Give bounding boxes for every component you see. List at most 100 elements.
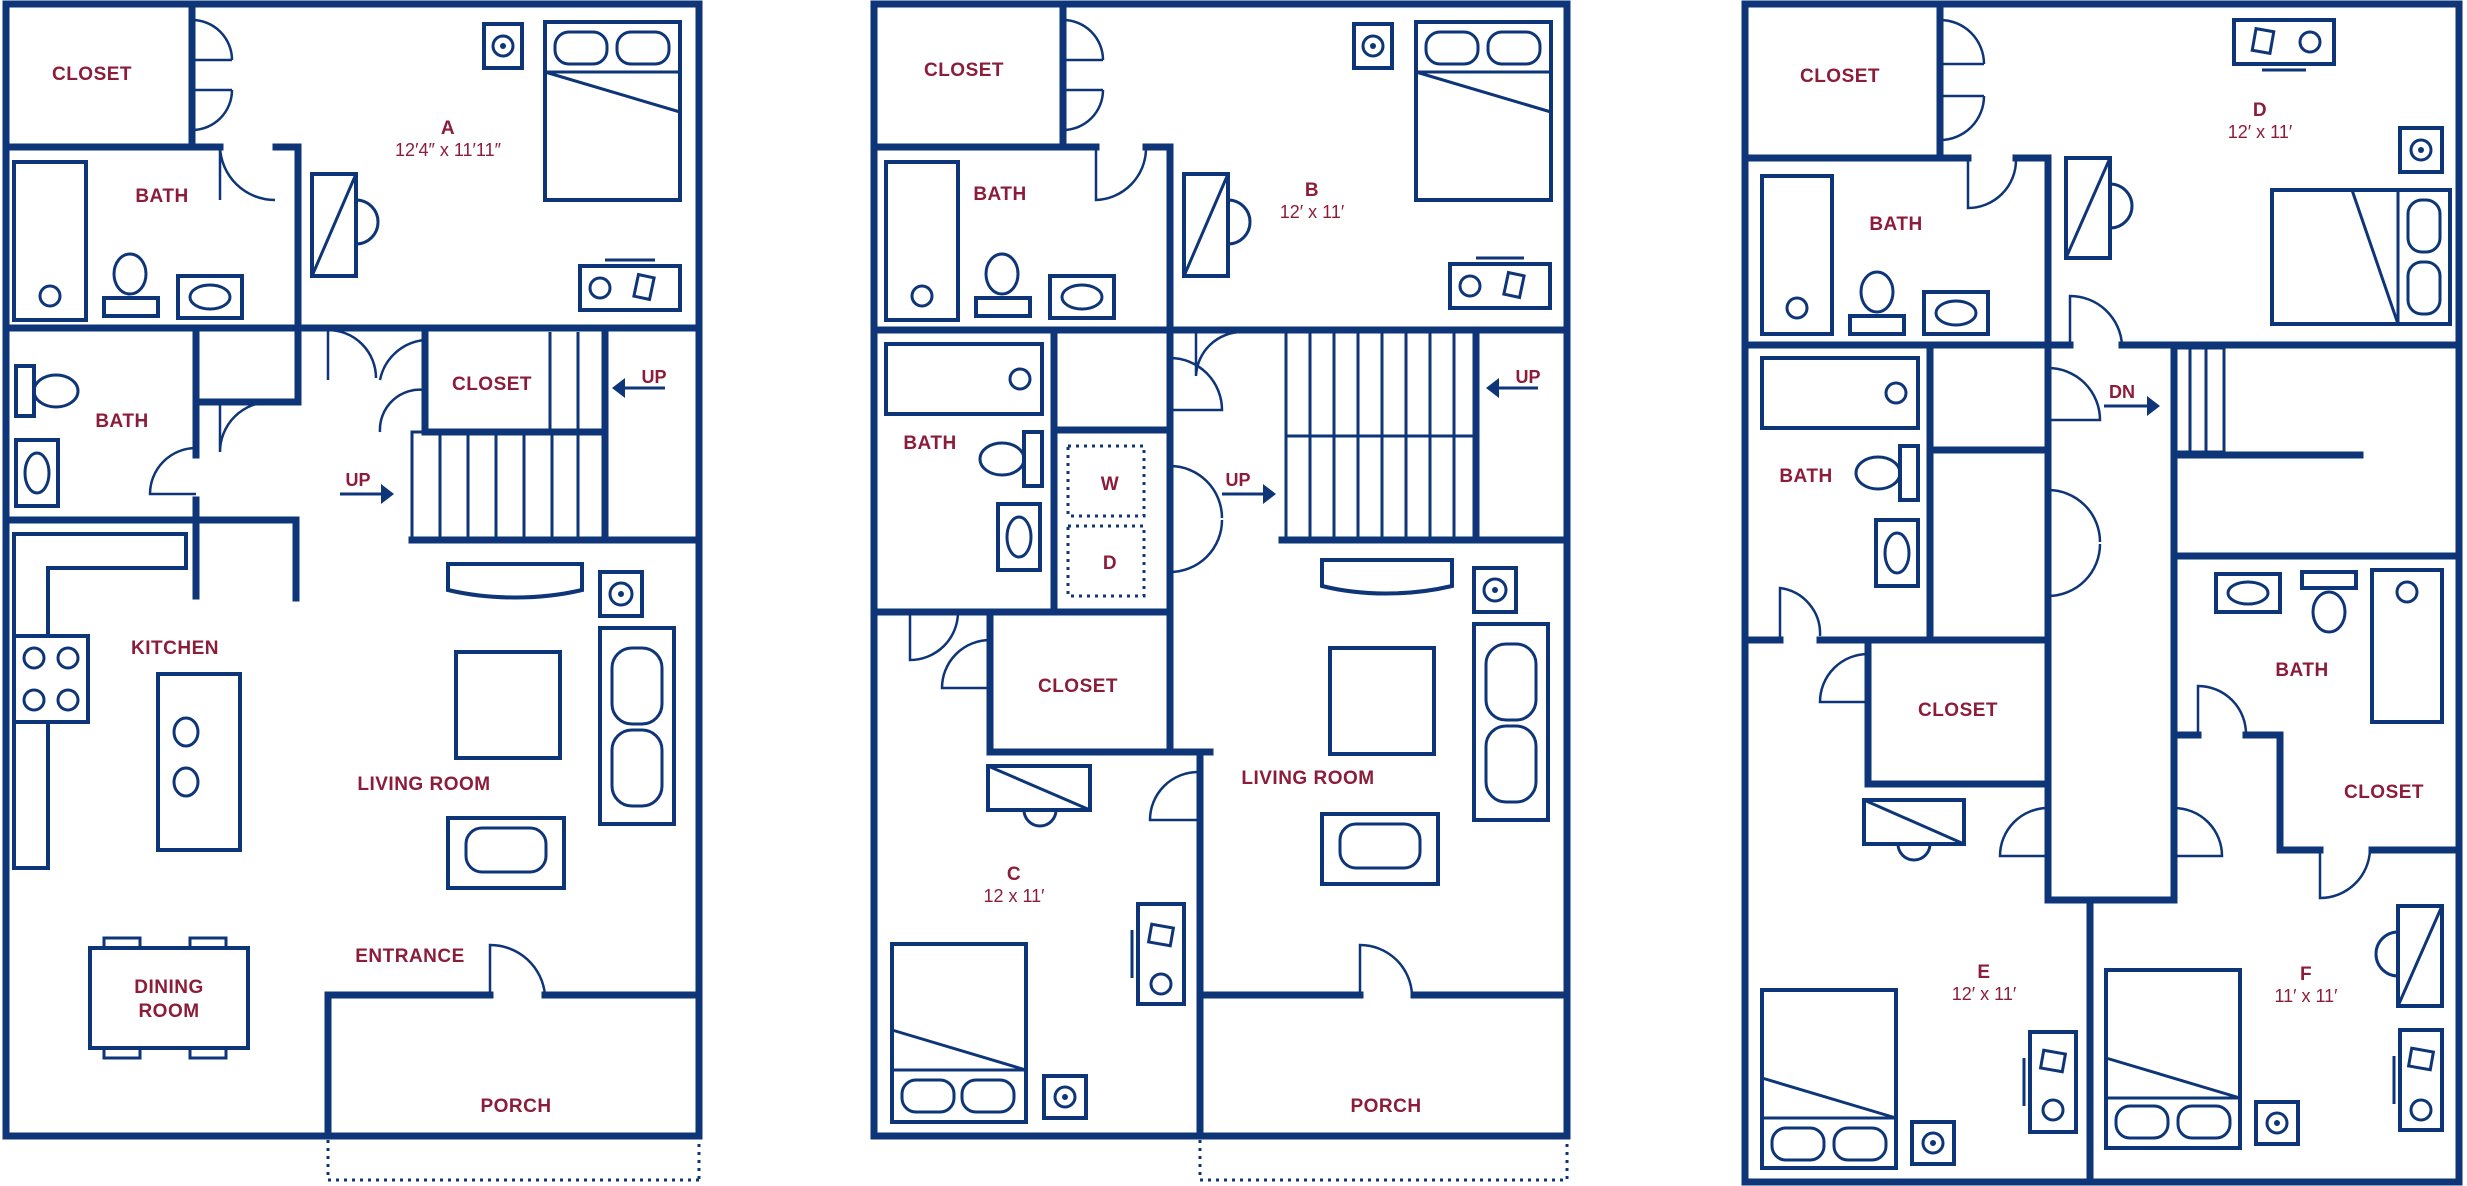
plan3-labels: CLOSET D 12′ x 11′ BATH DN BATH BATH CLO… [1779, 66, 2424, 1006]
washer-dryer [1066, 444, 1146, 598]
bed-icon-c [890, 942, 1028, 1124]
stove-icon [12, 634, 90, 724]
bath-label: BATH [135, 186, 188, 207]
bed-icon-d [2270, 188, 2452, 326]
bath-label-b: BATH [973, 184, 1026, 205]
closet-label: CLOSET [52, 64, 132, 85]
toilet-icon-b [974, 296, 1032, 318]
toilet-icon-f [2300, 570, 2358, 590]
down-label: DN [2109, 382, 2135, 402]
bedroom-f-letter: F [2300, 964, 2312, 985]
sink-icon [176, 274, 244, 320]
sink-icon-2 [14, 438, 60, 508]
sink-icon-e [1874, 518, 1920, 588]
bath-label-c: BATH [903, 433, 956, 454]
bedroom-f-dimensions: 11′ x 11′ [2274, 986, 2338, 1006]
bath-label-e: BATH [1779, 466, 1832, 487]
desk-icon-b [1448, 262, 1552, 310]
bath-label-f: BATH [2275, 660, 2328, 681]
sink-icon-d [1922, 290, 1990, 336]
bathtub-icon-e [1760, 356, 1920, 430]
bathtub-icon-d [1760, 174, 1834, 336]
closet-label-2: CLOSET [452, 374, 532, 395]
bed-icon-b [1414, 20, 1553, 202]
dining-room-label: DINING [134, 977, 204, 998]
bed-icon-f [2104, 968, 2242, 1150]
sofa-icon [598, 626, 676, 826]
desk-icon-f [2398, 1028, 2444, 1132]
closet-label-f: CLOSET [2344, 782, 2424, 803]
bedroom-c-dimensions: 12 x 11′ [983, 886, 1045, 906]
bed-icon [543, 20, 682, 202]
kitchen-counter [12, 532, 188, 870]
bathtub-icon-f [2370, 568, 2444, 724]
plan1-labels: CLOSET BATH A 12′4″ x 11′11″ BATH CLOSET… [52, 64, 667, 1117]
living-room-label-b: LIVING ROOM [1241, 768, 1374, 789]
bedroom-b-dimensions: 12′ x 11′ [1280, 202, 1345, 222]
sink-icon-c [996, 502, 1042, 572]
plan2-doors [908, 18, 1414, 996]
kitchen-label: KITCHEN [131, 638, 219, 659]
bathtub-icon-c [884, 342, 1044, 416]
bedroom-e-dimensions: 12′ x 11′ [1952, 984, 2017, 1004]
bedroom-d-dimensions: 12′ x 11′ [2228, 122, 2293, 142]
porch-label-b: PORCH [1350, 1096, 1421, 1117]
up-label-b2: UP [1515, 367, 1540, 387]
closet-label-c: CLOSET [1038, 676, 1118, 697]
plan1-arrows [340, 378, 665, 504]
desk-icon-e [2028, 1030, 2078, 1134]
dining-table [88, 946, 250, 1050]
floor-plan-3: CLOSET D 12′ x 11′ BATH DN BATH BATH CLO… [1741, 0, 2463, 1186]
coffee-table-b [1328, 646, 1436, 756]
closet-label-e: CLOSET [1918, 700, 1998, 721]
toilet-icon-d [1848, 314, 1906, 336]
desk-icon [578, 264, 682, 312]
bedroom-a-dimensions: 12′4″ x 11′11″ [395, 140, 502, 160]
up-label: UP [641, 367, 666, 387]
bedroom-b-letter: B [1305, 180, 1319, 201]
bedroom-a-letter: A [441, 118, 455, 139]
plan3-stairs [2172, 346, 2226, 454]
plan2-labels: CLOSET BATH B 12′ x 11′ BATH W D UP UP C… [903, 60, 1540, 1117]
tv-console [446, 562, 584, 600]
plan2-arrows [1222, 378, 1538, 504]
plan1-porch-rail [326, 1000, 701, 1182]
bed-icon-e [1760, 988, 1898, 1170]
floor-plan-1: CLOSET BATH A 12′4″ x 11′11″ BATH CLOSET… [2, 0, 703, 1184]
toilet-icon-c [1022, 430, 1044, 488]
nightstand-icon-f [2254, 1100, 2300, 1146]
plan2-stairs [1284, 330, 1476, 540]
washer-label: W [1101, 474, 1119, 495]
plan3-walls [1741, 0, 2463, 1186]
sink-icon-f [2214, 572, 2282, 614]
toilet-icon-e [1898, 444, 1920, 502]
sink-icon-b [1048, 274, 1116, 320]
living-room-label: LIVING ROOM [357, 774, 490, 795]
plan2-walls [870, 0, 1571, 1140]
porch-label: PORCH [480, 1096, 551, 1117]
closet-label-b: CLOSET [924, 60, 1004, 81]
plan2-fixtures [884, 20, 1553, 1124]
plan3-doors [1778, 18, 2372, 900]
plan3-arrows [2104, 396, 2160, 416]
dryer-label: D [1103, 553, 1117, 574]
plan1-stairs [410, 332, 607, 542]
up-label-b: UP [1225, 470, 1250, 490]
toilet-icon-2 [14, 364, 36, 418]
tv-console-b [1320, 558, 1454, 596]
bedroom-d-letter: D [2253, 100, 2267, 121]
plan1-fixtures [12, 20, 682, 1060]
bedroom-e-letter: E [1977, 962, 1990, 983]
bathtub-icon [12, 160, 88, 322]
toilet-icon [102, 296, 160, 318]
floor-plan-2: CLOSET BATH B 12′ x 11′ BATH W D UP UP C… [870, 0, 1571, 1182]
plan2-porch-rail [1198, 1000, 1569, 1182]
plan3-fixtures [1760, 18, 2452, 1170]
plan1-doors [148, 18, 547, 996]
dining-room-label-2: ROOM [138, 1001, 199, 1022]
kitchen-island [156, 672, 242, 852]
bath-label-2: BATH [95, 411, 148, 432]
coffee-table [454, 650, 562, 760]
closet-label-d: CLOSET [1800, 66, 1880, 87]
